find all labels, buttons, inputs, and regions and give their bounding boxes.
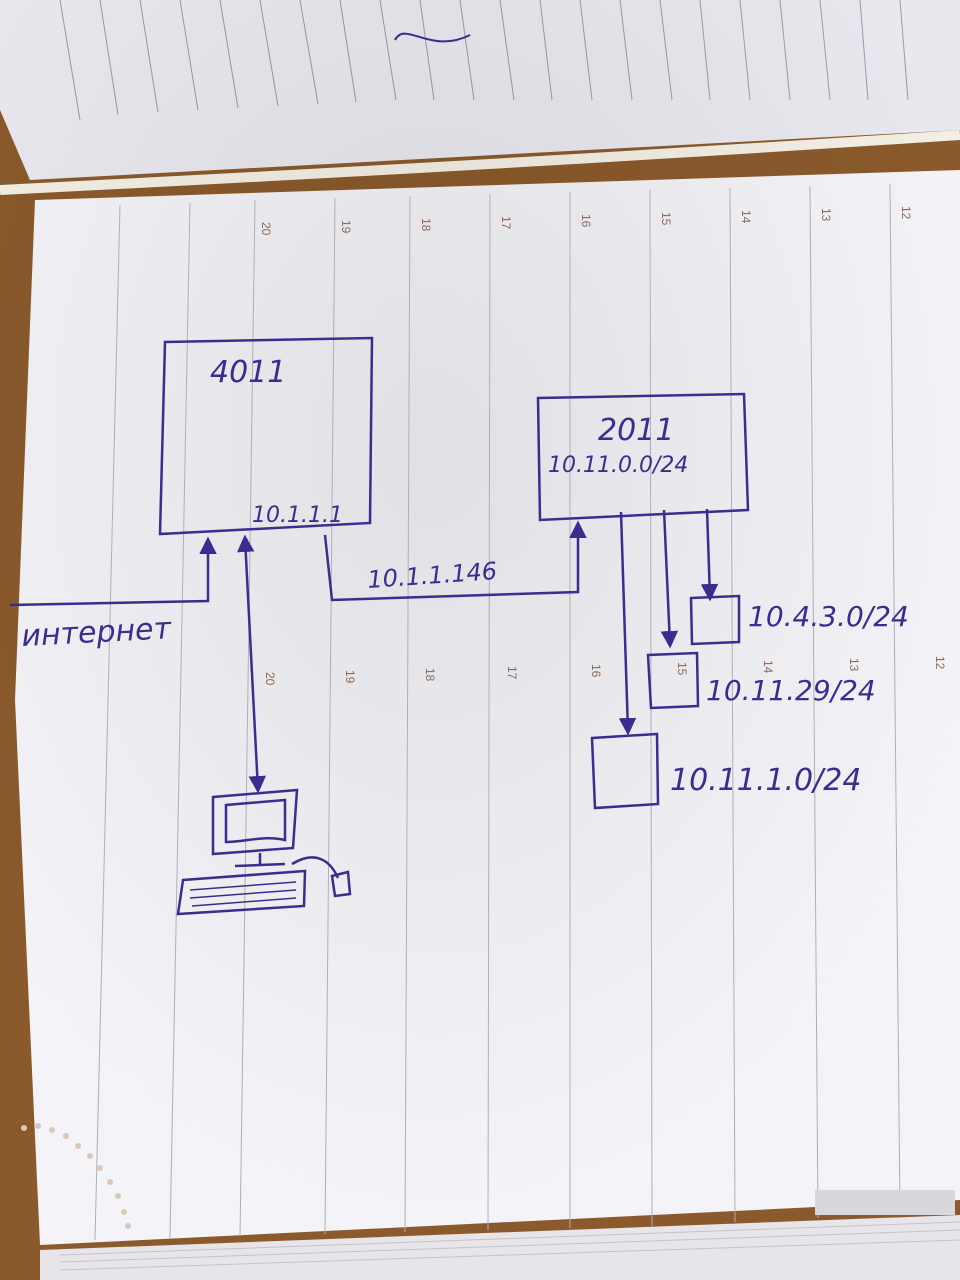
diagram-labels: 4011 10.1.1.1 2011 10.11.0.0/24 10.1.1.1… [21, 355, 909, 798]
col-num: 16 [579, 214, 593, 228]
col-num: 14 [761, 660, 775, 674]
col-num: 16 [589, 664, 603, 678]
subnet-label-1: 10.4.3.0/24 [748, 600, 909, 633]
col-num: 12 [933, 656, 947, 670]
internet-link [9, 536, 217, 607]
col-num: 14 [739, 210, 753, 224]
monitor-icon [211, 788, 299, 856]
mouse-icon [330, 870, 352, 898]
subnet-label-3: 10.11.1.0/24 [670, 763, 861, 798]
col-num: 12 [899, 206, 913, 220]
col-num: 15 [659, 212, 673, 226]
subnet-link-3 [700, 508, 719, 602]
router-2011-box [536, 392, 750, 522]
subnet-box-3 [590, 732, 660, 810]
col-num: 19 [343, 670, 357, 684]
subnet-link-1 [618, 511, 637, 736]
mouse-cable [291, 856, 340, 879]
pc-link [236, 534, 267, 794]
col-num: 13 [819, 208, 833, 222]
router-4011-box [158, 336, 374, 536]
col-num: 17 [505, 666, 519, 680]
router-4011-ip: 10.1.1.1 [252, 503, 343, 528]
col-num: 17 [499, 216, 513, 230]
internet-label: интернет [21, 611, 174, 654]
perforation-dots [21, 1123, 131, 1229]
page-stack [40, 1215, 960, 1280]
subnet-label-2: 10.11.29/24 [706, 674, 876, 707]
router-4011-label: 4011 [210, 355, 286, 390]
wan-link [323, 520, 587, 602]
col-num: 15 [675, 662, 689, 676]
subnet-link-2 [660, 509, 679, 649]
col-num: 18 [419, 218, 433, 232]
subnet-box-1 [689, 594, 741, 646]
router-2011-label: 2011 [598, 413, 674, 448]
col-num: 18 [423, 668, 437, 682]
mid-column-numbers: 20 19 18 17 16 15 14 13 12 [263, 656, 947, 686]
col-num: 19 [339, 220, 353, 234]
router-2011-network: 10.11.0.0/24 [548, 453, 688, 478]
col-num: 20 [259, 222, 273, 236]
keyboard-icon [176, 869, 307, 916]
col-num: 20 [263, 672, 277, 686]
col-num: 13 [847, 658, 861, 672]
top-column-numbers: 20 19 18 17 16 15 14 13 12 [259, 206, 913, 236]
monitor-screen [224, 798, 287, 844]
subnet-box-2 [646, 651, 700, 710]
network-sketch [9, 336, 750, 916]
